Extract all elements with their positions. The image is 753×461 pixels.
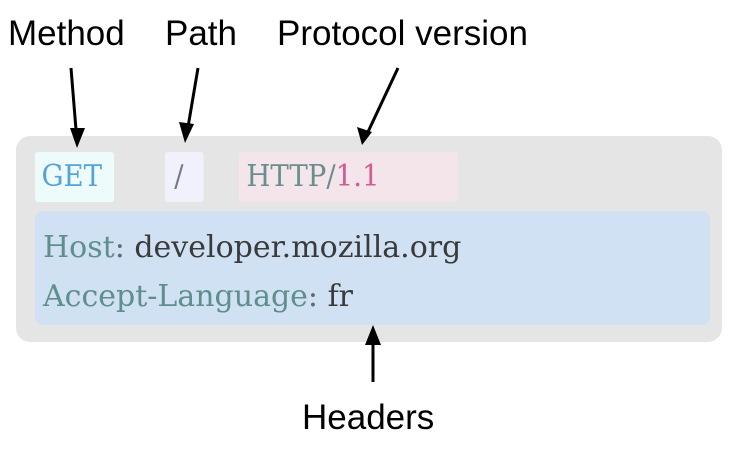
header-line-accept-language: Accept-Language: fr bbox=[43, 279, 353, 315]
method-token: GET bbox=[35, 152, 115, 202]
protocol-number: 1.1 bbox=[335, 159, 380, 194]
path-label: Path bbox=[165, 14, 237, 53]
header-separator: : bbox=[307, 279, 319, 314]
header-separator: : bbox=[114, 230, 125, 265]
protocol-version-label: Protocol version bbox=[277, 14, 528, 53]
path-token: / bbox=[165, 152, 204, 202]
protocol-arrow-icon bbox=[357, 67, 400, 145]
method-arrow-icon bbox=[69, 67, 85, 148]
headers-box bbox=[35, 211, 710, 325]
header-name: Host bbox=[43, 230, 115, 265]
header-name: Accept-Language bbox=[43, 279, 308, 314]
protocol-name: HTTP/ bbox=[246, 159, 336, 194]
headers-label: Headers bbox=[302, 398, 435, 437]
header-value: fr bbox=[327, 279, 354, 314]
path-arrow-icon bbox=[179, 67, 200, 143]
headers-arrow-icon bbox=[365, 325, 381, 382]
header-value: developer.mozilla.org bbox=[134, 230, 462, 265]
header-line-host: Host: developer.mozilla.org bbox=[43, 230, 461, 266]
method-label: Method bbox=[8, 14, 125, 53]
protocol-version-token: HTTP/1.1 bbox=[239, 152, 458, 202]
